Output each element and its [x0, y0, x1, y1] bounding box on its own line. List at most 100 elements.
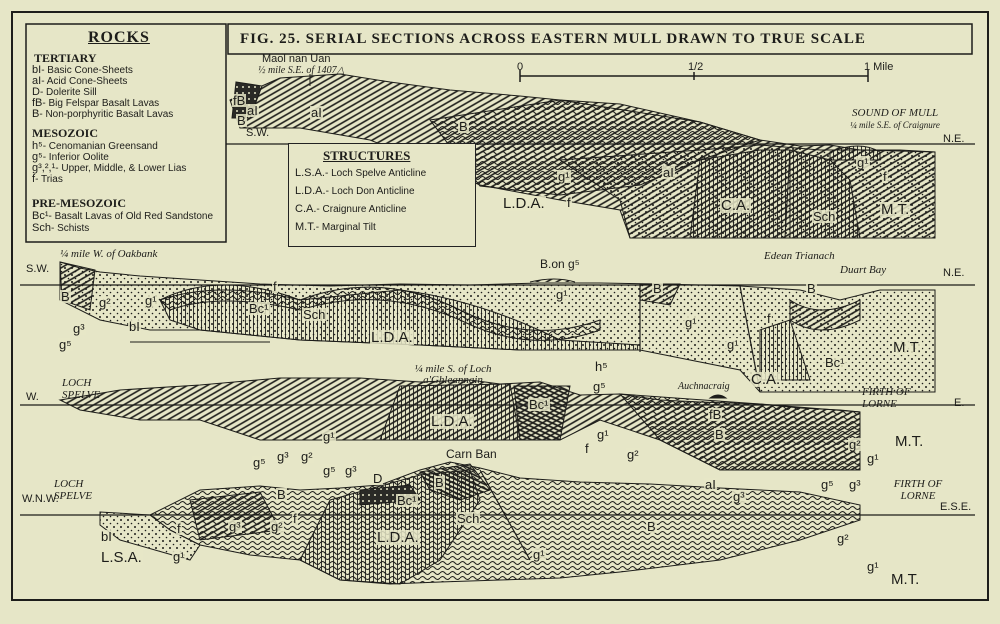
s4-rock-label: g³ [732, 489, 746, 504]
legend-mesozoic-symbol: g³,²,¹ [32, 162, 56, 174]
legend-heading: ROCKS [88, 29, 150, 46]
structure-row: L.D.A.- Loch Don Anticline [295, 186, 415, 197]
s1-rock-label: L.D.A. [502, 195, 546, 212]
s4-rock-label: L.D.A. [376, 529, 420, 546]
legend-premesozoic-symbol: Bc¹ [32, 210, 49, 222]
s4-rock-label: f [292, 511, 298, 526]
structure-symbol: L.D.A. [295, 185, 326, 197]
legend-mesozoic-row: f- Trias [32, 174, 63, 185]
s4-rock-label: B [276, 487, 287, 502]
s3-rock-label: Bc¹ [528, 397, 550, 412]
s2-rock-label: g² [98, 295, 112, 310]
figure-title: FIG. 25. SERIAL SECTIONS ACROSS EASTERN … [240, 31, 866, 47]
s1-rock-label: aI [662, 165, 675, 180]
s4-rock-label: bI [100, 529, 113, 544]
legend-premesozoic-description: - Basalt Lavas of Old Red Sandstone [48, 211, 214, 222]
legend-mesozoic-description: - Inferior Oolite [42, 152, 109, 163]
scale-label-0: 0 [517, 61, 524, 73]
s3-rock-label: g³ [276, 449, 290, 464]
legend-tertiary-description: - Acid Cone-Sheets [41, 76, 128, 87]
s3-rock-label: g⁵ [252, 455, 267, 470]
s4-place: Carn Ban [446, 447, 497, 461]
s1-rock-label: fB [232, 93, 247, 108]
structure-symbol: M.T. [295, 221, 316, 233]
s4-rock-label: g³ [344, 463, 358, 478]
s4-rock-label: g³ [848, 477, 862, 492]
legend-mesozoic-symbol: h⁵ [32, 140, 43, 152]
legend-mesozoic-row: g⁵- Inferior Oolite [32, 152, 109, 163]
s4-firth: FIRTH OF LORNE [893, 478, 943, 502]
s3-rock-label: L.D.A. [430, 413, 474, 430]
s2-place: ¼ mile W. of Oakbank [60, 248, 158, 260]
s1-rock-label: f [882, 169, 888, 184]
section-2 [20, 261, 975, 393]
s3-e: E. [954, 397, 965, 409]
s4-rock-label: g² [836, 531, 850, 546]
s2-rock-label: g¹ [144, 293, 158, 308]
structure-description: - Craignure Anticline [316, 204, 407, 215]
s2-rock-label: bI [128, 319, 141, 334]
s3-loch: LOCH SPELVE [62, 377, 101, 401]
s4-loch: LOCH SPELVE [54, 478, 93, 502]
s4-rock-label: B [434, 475, 445, 490]
s2-rock-label: f [272, 279, 278, 294]
s4-rock-label: g¹ [866, 559, 880, 574]
s3-rock-label: g² [300, 449, 314, 464]
legend-tertiary-row: aI- Acid Cone-Sheets [32, 76, 127, 87]
s4-rock-label: Bc¹ [396, 493, 418, 508]
s2-rock-label: B [806, 281, 817, 296]
s1-place: Maol nan Uan [262, 53, 331, 65]
legend-mesozoic-symbol: f [32, 173, 36, 185]
s1-rock-label: B [236, 113, 247, 128]
s4-rock-label: g² [270, 519, 284, 534]
s2-rock-label: Bc¹ [248, 301, 270, 316]
structure-row: M.T.- Marginal Tilt [295, 222, 376, 233]
s4-rock-label: g⁵ [820, 477, 835, 492]
s3-rock-label: B [714, 427, 725, 442]
structure-description: - Marginal Tilt [315, 222, 376, 233]
structures-heading: STRUCTURES [323, 148, 411, 163]
s4-rock-label: g¹ [172, 549, 186, 564]
structure-description: - Loch Spelve Anticline [324, 168, 427, 179]
s2-rock-label: g⁵ [58, 337, 73, 352]
s2-ne: N.E. [943, 267, 965, 279]
s2-rock-label: g¹ [684, 315, 698, 330]
s2-rock-label: g¹ [726, 337, 740, 352]
legend-tertiary-row: bI- Basic Cone-Sheets [32, 65, 133, 76]
s2-rock-label: M.T. [892, 339, 923, 356]
legend-mesozoic-symbol: g⁵ [32, 151, 43, 163]
s3-rock-label: g¹ [866, 451, 880, 466]
s4-wnw: W.N.W. [22, 493, 59, 505]
scale-label-half: 1/2 [688, 61, 704, 73]
s4-rock-label: L.S.A. [100, 549, 143, 566]
s1-sw: S.W. [246, 127, 270, 139]
s3-rock-label: g² [626, 447, 640, 462]
legend-tertiary-symbol: fB [32, 97, 43, 109]
s1-ne: N.E. [943, 133, 965, 145]
s4-rock-label: f [176, 521, 182, 536]
s2-place2: Edean Trianach [764, 250, 835, 262]
s3-place2: Auchnacraig [678, 381, 730, 392]
s1-rock-label: M.T. [880, 201, 911, 218]
legend-tertiary-description: - Dolerite Sill [39, 87, 97, 98]
s3-firth: FIRTH OF LORNE [862, 386, 911, 410]
s2-rock-label: Bc¹ [824, 355, 846, 370]
legend-mesozoic-row: h⁵- Cenomanian Greensand [32, 141, 158, 152]
legend-tertiary-description: - Non-porphyritic Basalt Lavas [39, 109, 174, 120]
legend-mesozoic-description: - Cenomanian Greensand [42, 141, 158, 152]
s3-rock-label: g⁵ [592, 379, 607, 394]
legend-premesozoic-row: Sch- Schists [32, 223, 89, 234]
legend-premesozoic-row: Bc¹- Basalt Lavas of Old Red Sandstone [32, 211, 213, 222]
structure-description: - Loch Don Anticline [325, 186, 415, 197]
s2-rock-label: Sch [302, 307, 327, 322]
s2-rock-label: g³ [72, 321, 86, 336]
s2-top-note: B.on g⁵ [540, 257, 580, 271]
s3-rock-label: g² [848, 437, 862, 452]
structure-row: C.A.- Craignure Anticline [295, 204, 406, 215]
s1-rock-label: aI [246, 103, 259, 118]
section-4 [20, 461, 975, 585]
s1-rock-label: Sch [812, 209, 837, 224]
legend-tertiary-symbol: D [32, 86, 40, 98]
s3-rock-label: h⁵ [594, 359, 609, 374]
